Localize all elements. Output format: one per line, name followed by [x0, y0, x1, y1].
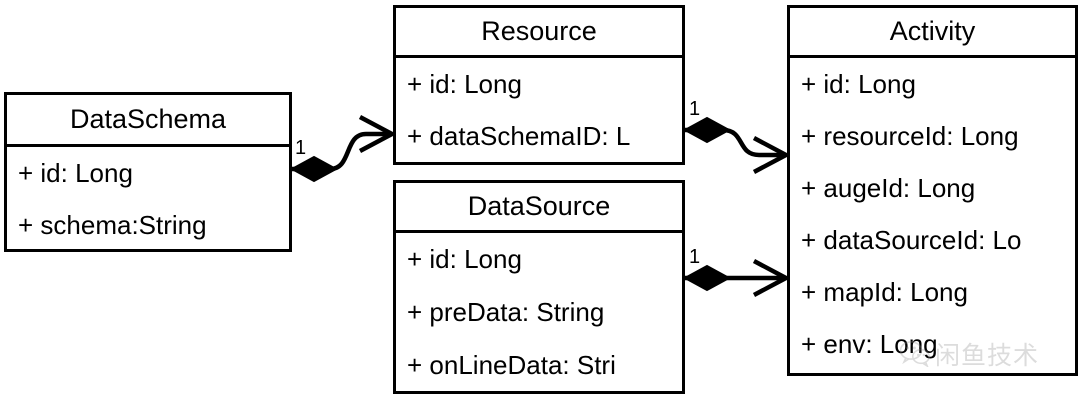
- attribute-label: + augeId: Long: [801, 172, 976, 203]
- multiplicity-label-datasource-activity: 1: [689, 247, 700, 267]
- attribute-label: + id: Long: [407, 68, 522, 99]
- attribute-label: + id: Long: [801, 68, 916, 99]
- attribute-label: + resourceId: Long: [801, 120, 1019, 151]
- class-title-resource: Resource: [396, 8, 682, 58]
- class-attributes-dataschema: + id: Long + schema:String: [7, 147, 289, 249]
- attribute-label: + env: Long: [801, 328, 938, 359]
- class-attribute-row: + dataSchemaID: L: [396, 110, 682, 162]
- association-resource-to-activity: [682, 116, 791, 174]
- class-attributes-resource: + id: Long + dataSchemaID: L: [396, 58, 682, 162]
- multiplicity-label-resource-activity: 1: [689, 99, 700, 119]
- composition-diamond-icon: [289, 155, 339, 183]
- attribute-label: + dataSchemaID: L: [407, 120, 631, 151]
- attribute-label: + schema:String: [18, 210, 207, 240]
- multiplicity-label-dataschema-resource: 1: [295, 138, 306, 158]
- class-title-dataschema: DataSchema: [7, 95, 289, 147]
- class-name-label: Resource: [481, 16, 597, 46]
- open-arrowhead-icon: [752, 136, 791, 174]
- open-arrowhead-icon: [752, 259, 791, 297]
- class-name-label: DataSchema: [69, 104, 227, 134]
- attribute-label: + id: Long: [18, 157, 133, 188]
- class-attribute-row: + resourceId: Long: [790, 110, 1075, 162]
- class-attribute-row: + id: Long: [790, 58, 1075, 110]
- attribute-label: + preData: String: [407, 297, 605, 327]
- association-dataschema-to-resource: [289, 115, 397, 183]
- class-attribute-row: + mapId: Long: [790, 266, 1075, 318]
- class-attribute-row: + onLineData: Stri: [396, 339, 682, 391]
- class-attribute-row: + id: Long: [396, 233, 682, 286]
- uml-class-activity[interactable]: Activity + id: Long + resourceId: Long +…: [787, 5, 1078, 376]
- class-attribute-row: + id: Long: [396, 58, 682, 110]
- class-title-activity: Activity: [790, 8, 1075, 58]
- attribute-label: + onLineData: Stri: [407, 349, 616, 380]
- open-arrowhead-icon: [358, 115, 397, 153]
- attribute-label: + dataSourceId: Lo: [801, 224, 1022, 255]
- class-attribute-row: + env: Long: [790, 318, 1075, 370]
- attribute-label: + id: Long: [407, 244, 522, 274]
- multiplicity-value: 1: [689, 246, 701, 268]
- uml-class-resource[interactable]: Resource + id: Long + dataSchemaID: L: [393, 5, 685, 165]
- class-attribute-row: + dataSourceId: Lo: [790, 214, 1075, 266]
- multiplicity-value: 1: [689, 98, 701, 120]
- composition-diamond-icon: [682, 116, 732, 144]
- class-attributes-activity: + id: Long + resourceId: Long + augeId: …: [790, 58, 1075, 373]
- class-title-datasource: DataSource: [396, 183, 682, 233]
- class-attribute-row: + schema:String: [7, 199, 289, 249]
- uml-class-datasource[interactable]: DataSource + id: Long + preData: String …: [393, 180, 685, 394]
- composition-diamond-icon: [682, 264, 732, 292]
- association-datasource-to-activity: [682, 259, 791, 297]
- class-attributes-datasource: + id: Long + preData: String + onLineDat…: [396, 233, 682, 391]
- multiplicity-value: 1: [295, 137, 307, 159]
- attribute-label: + mapId: Long: [801, 276, 968, 307]
- uml-class-dataschema[interactable]: DataSchema + id: Long + schema:String: [4, 92, 292, 252]
- class-attribute-row: + augeId: Long: [790, 162, 1075, 214]
- class-name-label: Activity: [889, 16, 976, 46]
- class-name-label: DataSource: [467, 191, 611, 221]
- class-attribute-row: + id: Long: [7, 147, 289, 199]
- class-attribute-row: + preData: String: [396, 286, 682, 339]
